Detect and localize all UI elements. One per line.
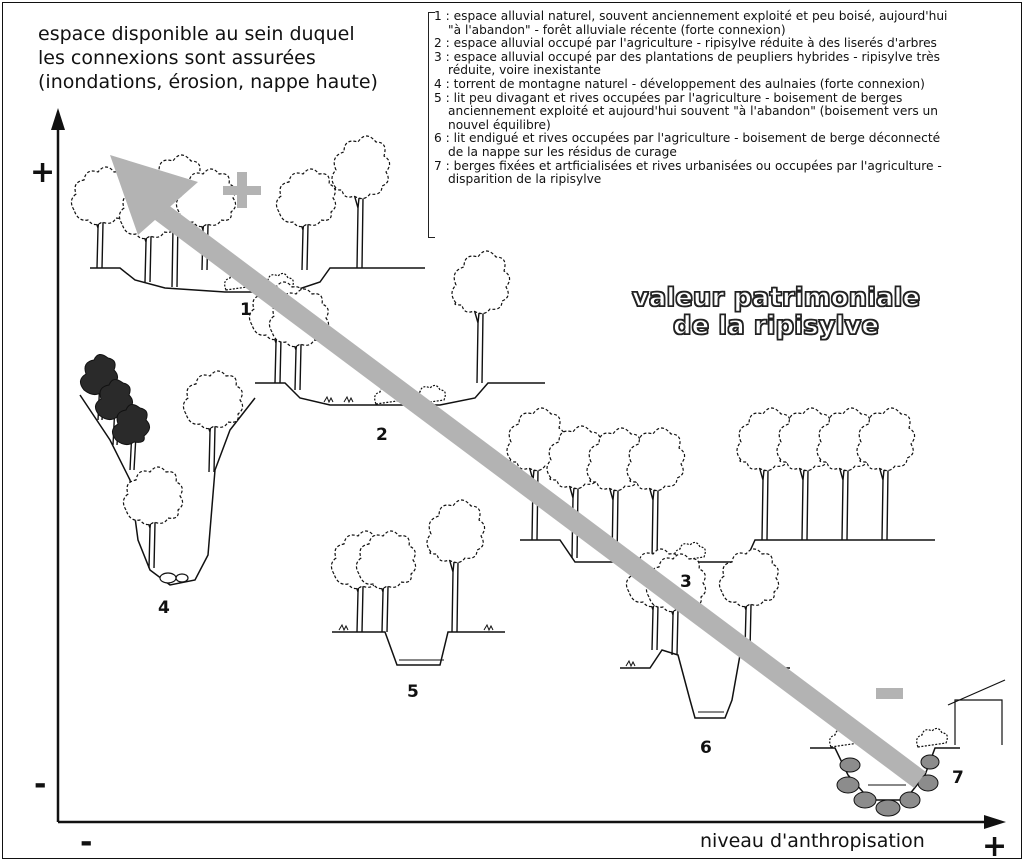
- profile-7: [810, 679, 1006, 817]
- x-axis-label: niveau d'anthropisation: [700, 830, 925, 852]
- legend-bracket: [428, 12, 435, 238]
- profile-2: [248, 250, 545, 406]
- legend-item-6: 6 : lit endigué et rives occupées par l'…: [434, 131, 941, 159]
- legend-item-2: 2 : espace alluvial occupé par l'agricul…: [434, 36, 937, 51]
- legend: 1 : espace alluvial naturel, souvent anc…: [434, 9, 1024, 187]
- section-number-7: 7: [952, 768, 964, 788]
- legend-item-7: 7 : berges fixées et artficialisées et r…: [434, 158, 942, 187]
- arrow-plus-v: [237, 172, 247, 208]
- title-line-1: valeur patrimoniale: [631, 283, 921, 313]
- legend-item-3: 3 : espace alluvial occupé par des plant…: [434, 49, 940, 78]
- y-axis-minus-sign: -: [34, 767, 47, 802]
- y-axis-label-line-3: (inondations, érosion, nappe haute): [38, 71, 378, 93]
- x-axis-minus-sign: -: [80, 825, 93, 860]
- legend-item-5: 5 : lit peu divagant et rives occupées p…: [434, 90, 939, 132]
- y-axis-plus-sign: +: [30, 155, 56, 190]
- profile-1: [70, 135, 425, 293]
- section-number-4: 4: [158, 598, 170, 618]
- profile-4: [79, 353, 256, 586]
- profile-5: [330, 499, 505, 666]
- y-axis-label: espace disponible au sein duquel les con…: [38, 22, 418, 94]
- y-axis-label-line-1: espace disponible au sein duquel: [38, 23, 355, 45]
- y-axis-arrowhead: [51, 108, 65, 130]
- x-axis-plus-sign: +: [982, 829, 1008, 864]
- x-axis-arrowhead: [984, 815, 1006, 829]
- section-number-3: 3: [680, 572, 692, 592]
- section-number-6: 6: [700, 738, 712, 758]
- legend-item-1: 1 : espace alluvial naturel, souvent anc…: [434, 9, 948, 37]
- diagram-title: valeur patrimoniale de la ripisylve: [596, 283, 956, 341]
- section-number-5: 5: [407, 682, 419, 702]
- section-number-2: 2: [376, 425, 388, 445]
- legend-item-4: 4 : torrent de montagne naturel - dévelo…: [434, 76, 925, 91]
- title-line-2: de la ripisylve: [672, 311, 879, 341]
- arrow-minus: [876, 688, 903, 699]
- y-axis-label-line-2: les connexions sont assurées: [38, 47, 316, 69]
- section-number-1: 1: [240, 300, 252, 320]
- trend-arrow: [110, 155, 926, 789]
- profile-3: [506, 407, 935, 563]
